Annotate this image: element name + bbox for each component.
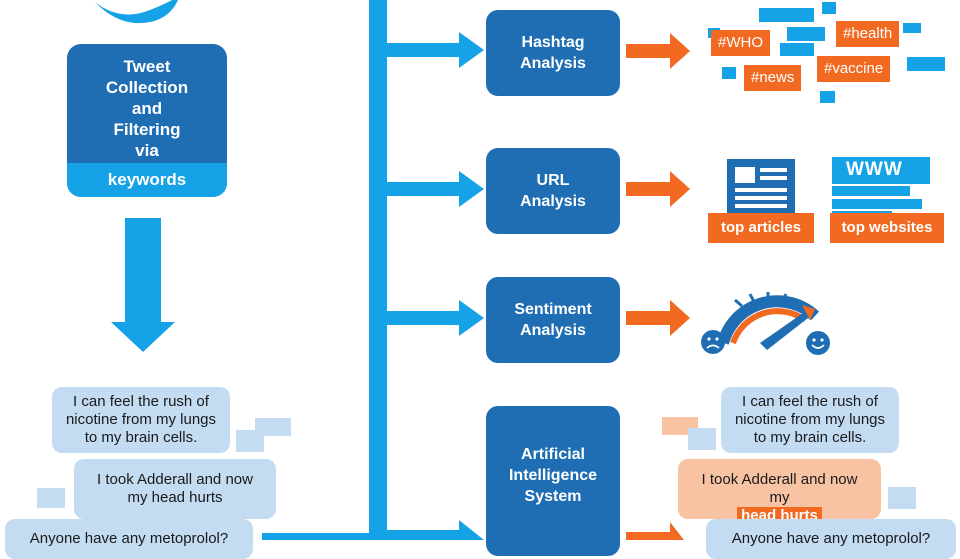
tweet-right-2-prefix: I took Adderall and now my [701, 471, 858, 506]
hashtag-analysis-box: Hashtag Analysis [486, 10, 620, 96]
trunk-line [369, 0, 387, 540]
sentiment-gauge-icon [717, 292, 820, 350]
www-label: WWW [846, 159, 903, 180]
branch-sentiment [387, 300, 484, 336]
tweet-right-1: I can feel the rush of nicotine from my … [721, 387, 899, 453]
top-articles-label: top articles [708, 213, 814, 243]
branch-ai [387, 520, 484, 540]
output-arrow-ai [626, 522, 684, 540]
tweet-left-1: I can feel the rush of nicotine from my … [52, 387, 230, 453]
output-arrow-sentiment [626, 300, 690, 336]
collection-title: Tweet Collection and Filtering via [105, 57, 189, 160]
url-analysis-box: URL Analysis [486, 148, 620, 234]
hashtag-health: #health [836, 21, 900, 47]
hashtag-who: #WHO [711, 30, 770, 56]
sad-face-icon [701, 330, 725, 354]
happy-face-icon [806, 331, 830, 355]
down-arrow [111, 218, 175, 352]
tweet-left-3: Anyone have any metoprolol? [5, 519, 253, 559]
feed-line [262, 533, 369, 540]
chat-decor-right [662, 417, 916, 509]
branch-hashtag [387, 32, 484, 68]
twitter-bird-icon [95, 0, 178, 24]
branch-url [387, 171, 484, 207]
tweet-left-2: I took Adderall and now my head hurts [74, 459, 276, 519]
ai-system-box: Artificial Intelligence System [486, 406, 620, 556]
keywords-label: keywords [67, 163, 227, 197]
website-icon [832, 157, 930, 219]
hashtag-news: #news [744, 65, 802, 91]
hashtag-vaccine: #vaccine [817, 56, 891, 82]
tweet-right-3: Anyone have any metoprolol? [706, 519, 956, 559]
chat-decor-left [37, 418, 291, 508]
tweet-right-2-text: I took Adderall and now my head hurts [701, 453, 858, 525]
flow-diagram [37, 0, 945, 540]
top-websites-label: top websites [830, 213, 944, 243]
tweet-right-2: I took Adderall and now my head hurts [678, 459, 881, 524]
sentiment-analysis-box: Sentiment Analysis [486, 277, 620, 363]
output-arrow-url [626, 171, 690, 207]
newspaper-icon [727, 159, 795, 220]
output-arrow-hashtag [626, 33, 690, 69]
